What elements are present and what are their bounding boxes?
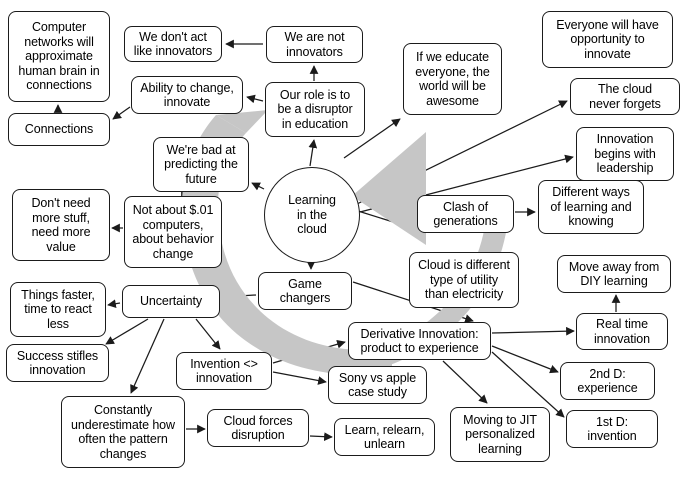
node-label-were-bad-predicting: We're bad at predicting the future [164, 142, 238, 186]
node-real-time-innovation[interactable]: Real time innovation [576, 313, 668, 350]
node-game-changers[interactable]: Game changers [258, 272, 352, 310]
node-if-we-educate[interactable]: If we educate everyone, the world will b… [403, 43, 502, 115]
node-label-different-ways: Different ways of learning and knowing [550, 185, 632, 229]
node-label-everyone-opportunity: Everyone will have opportunity to innova… [556, 17, 659, 61]
node-our-role[interactable]: Our role is to be a disruptor in educati… [265, 82, 365, 137]
node-label-success-stifles: Success stifles innovation [16, 348, 99, 378]
node-label-we-are-not-innovators: We are not innovators [284, 30, 345, 59]
edge-center-to-cloud-never-forgets [356, 100, 568, 205]
node-sony-vs-apple[interactable]: Sony vs apple case study [328, 366, 427, 404]
node-innovation-leadership[interactable]: Innovation begins with leadership [576, 127, 674, 181]
node-clash-of-generations[interactable]: Clash of generations [417, 195, 514, 233]
edge-derivative-to-real-time [491, 326, 575, 336]
edge-cloud-forces-to-learn-relearn [309, 432, 333, 442]
edge-uncertainty-to-success-stifles [105, 318, 149, 345]
node-uncertainty[interactable]: Uncertainty [122, 285, 220, 318]
node-label-if-we-educate: If we educate everyone, the world will b… [415, 50, 490, 108]
node-second-d[interactable]: 2nd D: experience [560, 362, 655, 400]
node-label-move-away-diy: Move away from DIY learning [568, 259, 660, 289]
node-label-connections: Connections [24, 122, 94, 137]
node-we-dont-act[interactable]: We don't act like innovators [124, 26, 222, 62]
node-computer-networks[interactable]: Computer networks will approximate human… [8, 11, 110, 102]
node-things-faster[interactable]: Things faster, time to react less [10, 282, 106, 337]
node-label-game-changers: Game changers [279, 276, 331, 306]
node-were-bad-predicting[interactable]: We're bad at predicting the future [153, 137, 249, 192]
node-success-stifles[interactable]: Success stifles innovation [6, 344, 109, 382]
node-label-first-d: 1st D: invention [587, 414, 637, 444]
node-label-cloud-never-forgets: The cloud never forgets [589, 82, 661, 111]
node-connections[interactable]: Connections [8, 113, 110, 146]
edge-derivative-to-moving-jit [442, 360, 488, 404]
node-label-moving-to-jit: Moving to JIT personalized learning [463, 412, 537, 456]
node-label-derivative-innovation: Derivative Innovation: product to experi… [360, 326, 479, 356]
edge-uncertainty-to-constantly [130, 318, 165, 394]
node-dont-need-more-stuff[interactable]: Don't need more stuff, need more value [12, 189, 110, 261]
node-label-sony-vs-apple: Sony vs apple case study [338, 370, 417, 400]
node-label-real-time-innovation: Real time innovation [594, 317, 650, 346]
node-different-ways[interactable]: Different ways of learning and knowing [538, 180, 644, 234]
node-label-cloud-different-utility: Cloud is different type of utility than … [418, 258, 510, 302]
node-moving-to-jit[interactable]: Moving to JIT personalized learning [450, 407, 550, 462]
node-derivative-innovation[interactable]: Derivative Innovation: product to experi… [348, 322, 491, 360]
node-label-we-dont-act: We don't act like innovators [133, 29, 213, 59]
node-everyone-opportunity[interactable]: Everyone will have opportunity to innova… [542, 11, 673, 68]
node-label-things-faster: Things faster, time to react less [21, 287, 95, 331]
node-we-are-not-innovators[interactable]: We are not innovators [266, 26, 363, 63]
edge-invention-to-derivative [272, 340, 346, 364]
node-label-second-d: 2nd D: experience [577, 366, 638, 396]
edge-center-to-were-bad [251, 182, 265, 191]
edge-our-role-to-ability [246, 94, 264, 104]
node-label-ability-to-change: Ability to change, innovate [140, 80, 234, 110]
node-invention-innovation[interactable]: Invention <> innovation [176, 352, 272, 390]
node-cloud-different-utility[interactable]: Cloud is different type of utility than … [409, 252, 519, 308]
edge-invention-to-sony [272, 371, 327, 385]
node-center[interactable]: Learning in the cloud [264, 167, 360, 263]
node-constantly-underestimate[interactable]: Constantly underestimate how often the p… [61, 396, 185, 468]
node-label-constantly-underestimate: Constantly underestimate how often the p… [71, 403, 175, 461]
edge-derivative-to-cloud-utility [439, 309, 453, 321]
node-label-dont-need-more-stuff: Don't need more stuff, need more value [31, 196, 91, 254]
node-move-away-diy[interactable]: Move away from DIY learning [557, 255, 671, 293]
node-label-learn-relearn: Learn, relearn, unlearn [344, 422, 425, 452]
node-first-d[interactable]: 1st D: invention [566, 410, 658, 448]
node-label-our-role: Our role is to be a disruptor in educati… [277, 87, 353, 131]
edge-uncertainty-to-things-faster [107, 299, 121, 309]
edge-center-to-our-role [308, 139, 318, 167]
edge-game-changers-to-uncertainty [221, 292, 257, 301]
edge-uncertainty-to-invention [195, 318, 221, 350]
node-label-clash-of-generations: Clash of generations [433, 199, 498, 229]
node-ability-to-change[interactable]: Ability to change, innovate [131, 76, 243, 114]
node-cloud-never-forgets[interactable]: The cloud never forgets [570, 78, 680, 115]
node-label-cloud-forces-disruption: Cloud forces disruption [223, 413, 293, 443]
node-learn-relearn[interactable]: Learn, relearn, unlearn [334, 418, 435, 456]
node-label-computer-networks: Computer networks will approximate human… [18, 20, 100, 93]
node-label-not-about-computers: Not about $.01 computers, about behavior… [132, 203, 214, 261]
edge-ability-to-connections [112, 106, 131, 120]
node-label-innovation-leadership: Innovation begins with leadership [594, 132, 656, 176]
node-not-about-computers[interactable]: Not about $.01 computers, about behavior… [124, 196, 222, 268]
node-label-invention-innovation: Invention <> innovation [190, 356, 258, 386]
edge-derivative-to-second-d [491, 345, 559, 374]
edge-center-to-clash [357, 210, 420, 232]
node-label-uncertainty: Uncertainty [139, 294, 203, 309]
node-cloud-forces-disruption[interactable]: Cloud forces disruption [207, 409, 309, 447]
node-label-center: Learning in the cloud [288, 193, 336, 237]
